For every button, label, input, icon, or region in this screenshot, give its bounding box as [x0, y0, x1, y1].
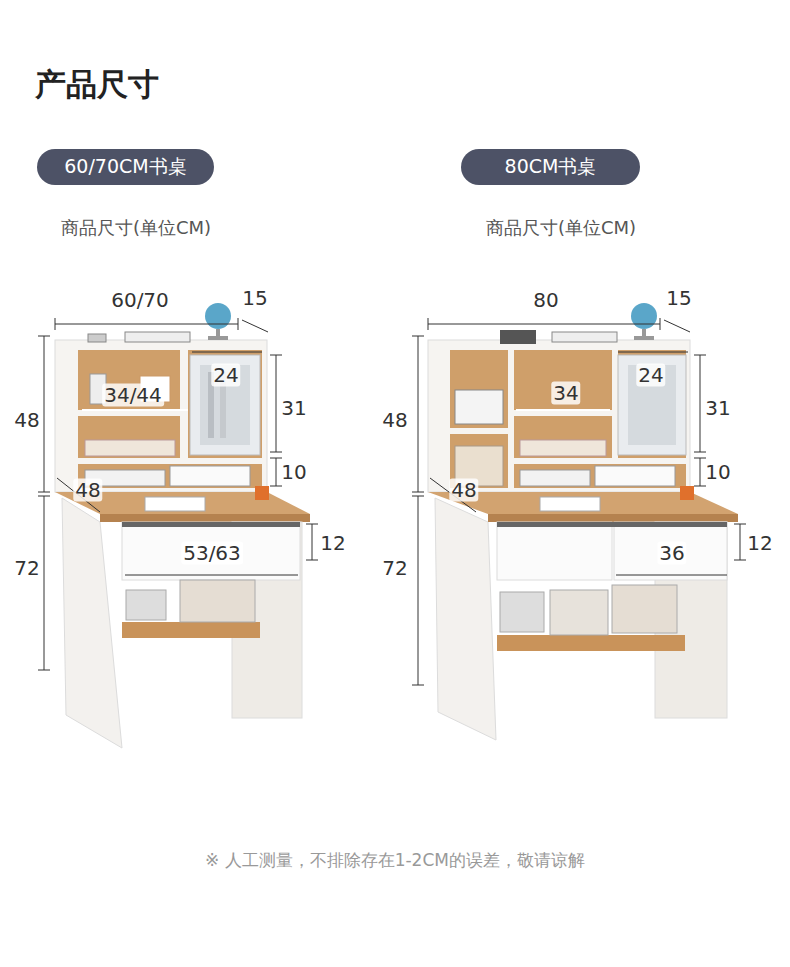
dimension-lines-right	[412, 318, 746, 685]
dimension-label: 53/63	[181, 542, 243, 565]
dimension-label: 60/70	[109, 289, 171, 312]
dimension-label: 36	[657, 542, 686, 565]
desk-right	[428, 303, 738, 740]
desk-left	[55, 303, 310, 748]
spec-pill: 60/70CM书桌	[37, 149, 214, 185]
section-subtitle: 商品尺寸(单位CM)	[59, 218, 213, 239]
pill-text: 60/70CM书桌	[64, 154, 186, 180]
dimension-label: 80	[531, 289, 560, 312]
dimension-label: 10	[279, 461, 308, 484]
dimension-label: 24	[636, 364, 665, 387]
dimension-label: 31	[703, 397, 732, 420]
section-subtitle: 商品尺寸(单位CM)	[484, 218, 638, 239]
dimension-label: 48	[380, 409, 409, 432]
dimension-lines-left	[38, 318, 318, 670]
dimension-label: 72	[380, 557, 409, 580]
dimension-label: 24	[211, 364, 240, 387]
dimension-label: 10	[703, 461, 732, 484]
dimension-label: 12	[745, 532, 774, 555]
page-title: 产品尺寸	[35, 64, 159, 106]
dimension-label: 15	[240, 287, 269, 310]
pill-text: 80CM书桌	[505, 154, 597, 180]
spec-pill: 80CM书桌	[461, 149, 640, 185]
dimension-label: 12	[318, 532, 347, 555]
footnote: ※ 人工测量，不排除存在1-2CM的误差，敬请谅解	[205, 849, 585, 872]
dimension-label: 48	[449, 479, 478, 502]
dimension-label: 34/44	[102, 384, 164, 407]
dimension-label: 31	[279, 397, 308, 420]
dimension-label: 34	[551, 382, 580, 405]
dimension-label: 72	[12, 557, 41, 580]
dimension-label: 48	[12, 409, 41, 432]
dimension-label: 48	[73, 479, 102, 502]
dimension-label: 15	[664, 287, 693, 310]
